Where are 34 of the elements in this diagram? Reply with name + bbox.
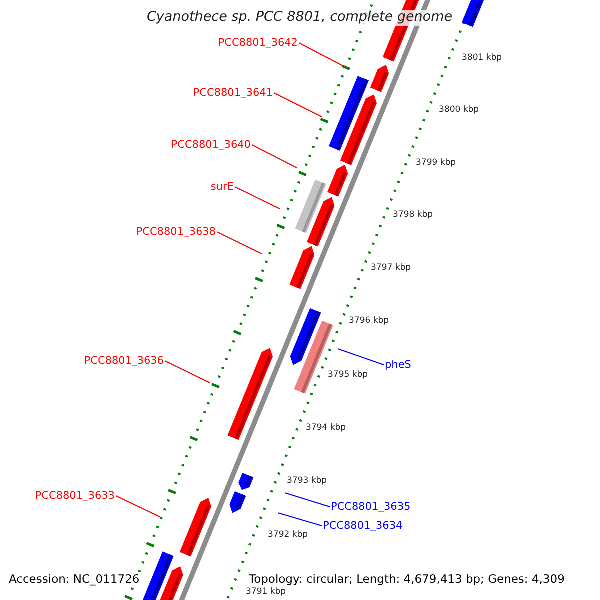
- gene-label: PCC8801_3633: [35, 490, 115, 502]
- leader-line: [164, 360, 210, 384]
- leader-line: [216, 232, 262, 254]
- gene-label: PCC8801_3642: [218, 37, 298, 50]
- gene-label: PCC8801_3641: [193, 87, 273, 100]
- gene-label: surE: [210, 181, 234, 194]
- gene-label: PCC8801_3638: [136, 226, 216, 238]
- gene-label: PCC8801_3640: [171, 139, 251, 152]
- scale-label: 3797 kbp: [371, 264, 412, 274]
- gene-label: PCC8801_3635: [331, 501, 411, 514]
- leader-line: [234, 186, 280, 210]
- gene-label: pheS: [385, 359, 412, 372]
- scale-label: 3791 kbp: [246, 588, 286, 598]
- scale-label: 3799 kbp: [416, 159, 456, 169]
- leader-line: [278, 512, 322, 527]
- title: Cyanothece sp. PCC 8801, complete genome: [147, 10, 453, 26]
- scale-label: 3798 kbp: [393, 211, 434, 221]
- leader-line: [252, 144, 298, 168]
- leader-line: [298, 42, 346, 68]
- leader-line: [274, 92, 322, 118]
- gene-label: PCC8801_3636: [84, 355, 164, 368]
- scale-label: 3796 kbp: [349, 317, 390, 327]
- scale-label: 3794 kbp: [306, 424, 346, 434]
- scale-label: 3800 kbp: [439, 106, 480, 116]
- leader-line: [284, 492, 330, 508]
- genome-summary-text: Topology: circular; Length: 4,679,413 bp; Genes: 4,309: [248, 573, 566, 586]
- scale-label: 3795 kbp: [328, 371, 368, 381]
- gene-label: PCC8801_3634: [323, 520, 403, 532]
- scale-label: 3792 kbp: [268, 531, 308, 541]
- scale-label: 3793 kbp: [287, 477, 328, 487]
- leader-line: [338, 348, 384, 366]
- scale-label: 3801 kbp: [462, 54, 502, 64]
- leader-line: [116, 496, 160, 518]
- accession-text: Accession: NC_011726: [8, 573, 141, 586]
